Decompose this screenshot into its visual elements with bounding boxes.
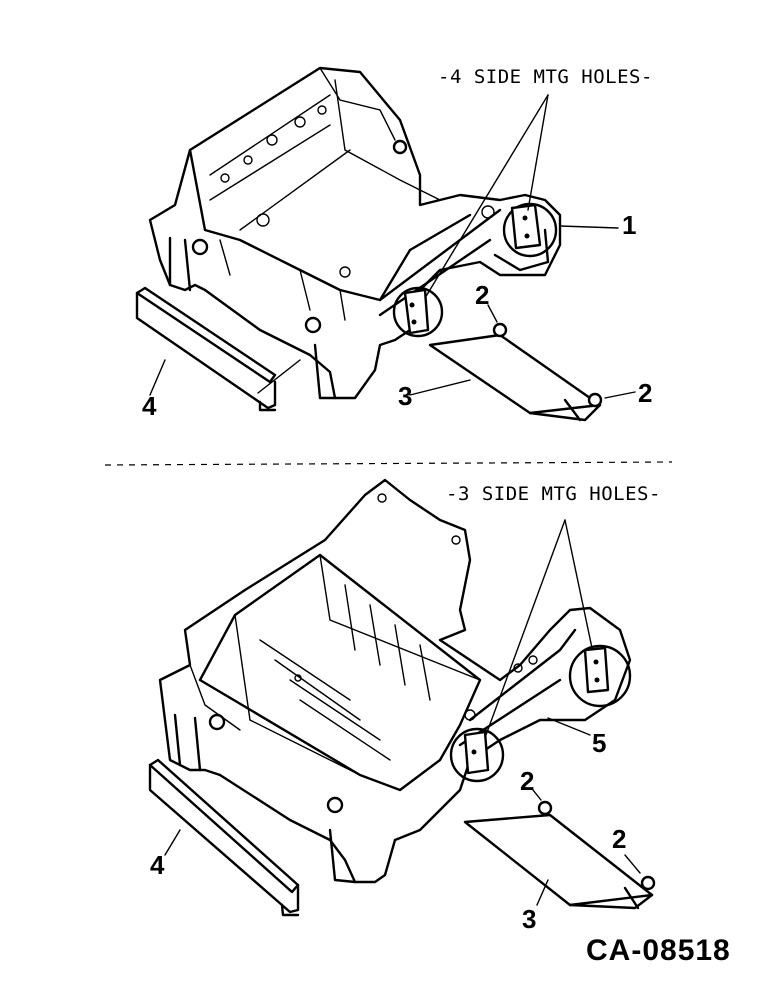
bottom-part-3-plate <box>463 813 654 910</box>
bottom-callout-2a: 2 <box>520 766 535 796</box>
view-separator <box>104 461 673 466</box>
callout-3-leader <box>409 379 471 396</box>
callout-4-leader <box>149 359 166 396</box>
top-callout-3: 3 <box>398 381 413 411</box>
top-caption-leader-1 <box>424 94 549 299</box>
bottom-callout-4: 4 <box>150 850 165 880</box>
bottom-nut-lower <box>640 875 656 891</box>
top-mount-hole-detail-right <box>502 202 558 258</box>
bottom-caption-leader-1 <box>485 519 566 736</box>
callout-5-leader <box>547 717 591 736</box>
bottom-callout-3-leader <box>536 879 549 906</box>
top-nut-upper <box>492 322 508 338</box>
top-part-4-plate <box>135 286 277 412</box>
top-caption: -4 SIDE MTG HOLES- <box>438 66 653 88</box>
callout-1-leader <box>559 225 619 229</box>
top-nut-lower <box>587 392 603 408</box>
drawing-id: CA-08518 <box>586 934 731 967</box>
top-part-3-plate <box>428 333 602 422</box>
top-frame <box>148 66 562 400</box>
top-callout-4: 4 <box>142 391 157 421</box>
bottom-callout-5: 5 <box>592 728 607 758</box>
bottom-callout-4-leader <box>164 829 181 856</box>
top-mount-hole-detail-left <box>392 286 444 338</box>
bottom-mount-hole-detail-left <box>449 727 505 783</box>
bottom-mount-plates <box>463 646 610 775</box>
top-callout-2a: 2 <box>475 280 490 310</box>
top-caption-leader-2 <box>527 94 549 211</box>
bottom-callout-2b: 2 <box>612 824 627 854</box>
bottom-callout-3: 3 <box>522 904 537 934</box>
bottom-caption-leader-2 <box>564 519 593 649</box>
top-callout-2b: 2 <box>638 378 653 408</box>
top-mount-plates <box>403 203 550 335</box>
bottom-mount-hole-detail-right <box>568 644 632 708</box>
bottom-nut-upper <box>537 800 553 816</box>
bottom-caption: -3 SIDE MTG HOLES- <box>446 483 661 505</box>
top-callout-1: 1 <box>622 210 637 240</box>
bottom-part-4-plate <box>148 758 300 917</box>
